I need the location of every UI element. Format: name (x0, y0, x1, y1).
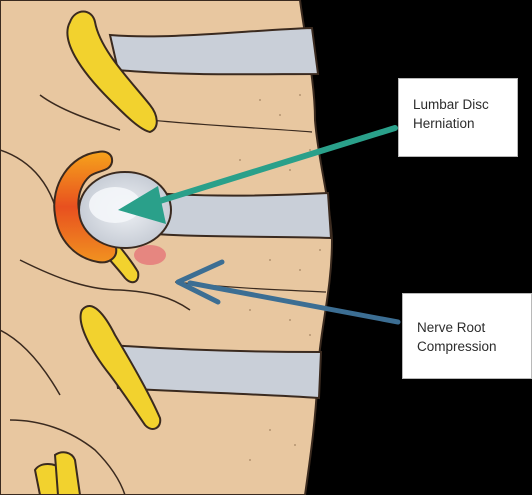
herniation-label-line2: Herniation (413, 114, 517, 133)
compression-label-line1: Nerve Root (417, 318, 531, 337)
compression-spot (134, 245, 166, 265)
herniation-label-line1: Lumbar Disc (413, 95, 517, 114)
compression-label: Nerve Root Compression (402, 293, 532, 379)
compression-label-line2: Compression (417, 337, 531, 356)
herniation-label: Lumbar Disc Herniation (398, 78, 518, 157)
